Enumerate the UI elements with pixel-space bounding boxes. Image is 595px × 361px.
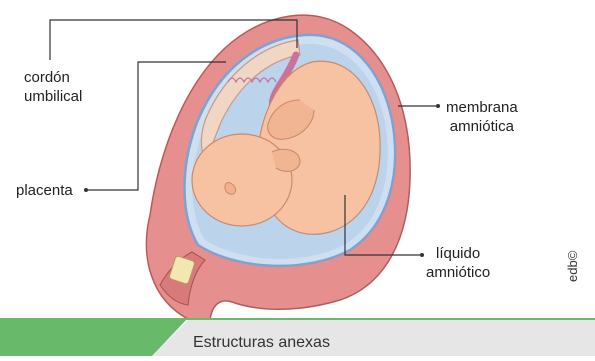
cordon-line2: umbilical <box>24 87 82 106</box>
placenta-leader-dot <box>84 188 88 192</box>
cordon-line1: cordón <box>24 68 82 87</box>
label-membrana-amniotica: membrana amniótica <box>446 98 518 136</box>
label-placenta: placenta <box>16 181 73 200</box>
liquido-line1: líquido <box>426 244 490 263</box>
figure-caption: Estructuras anexas <box>193 334 330 352</box>
liquido-line2: amniótico <box>426 263 490 282</box>
copyright-credit: edb© <box>565 251 580 282</box>
liquido-leader-dot <box>420 253 424 257</box>
label-cordon-umbilical: cordón umbilical <box>24 68 82 106</box>
membrana-line2: amniótica <box>446 117 518 136</box>
fetus-arm <box>272 149 300 171</box>
fetus-head <box>192 134 292 226</box>
membrana-line1: membrana <box>446 98 518 117</box>
membrana-leader-dot <box>436 104 440 108</box>
label-liquido-amniotico: líquido amniótico <box>426 244 490 282</box>
